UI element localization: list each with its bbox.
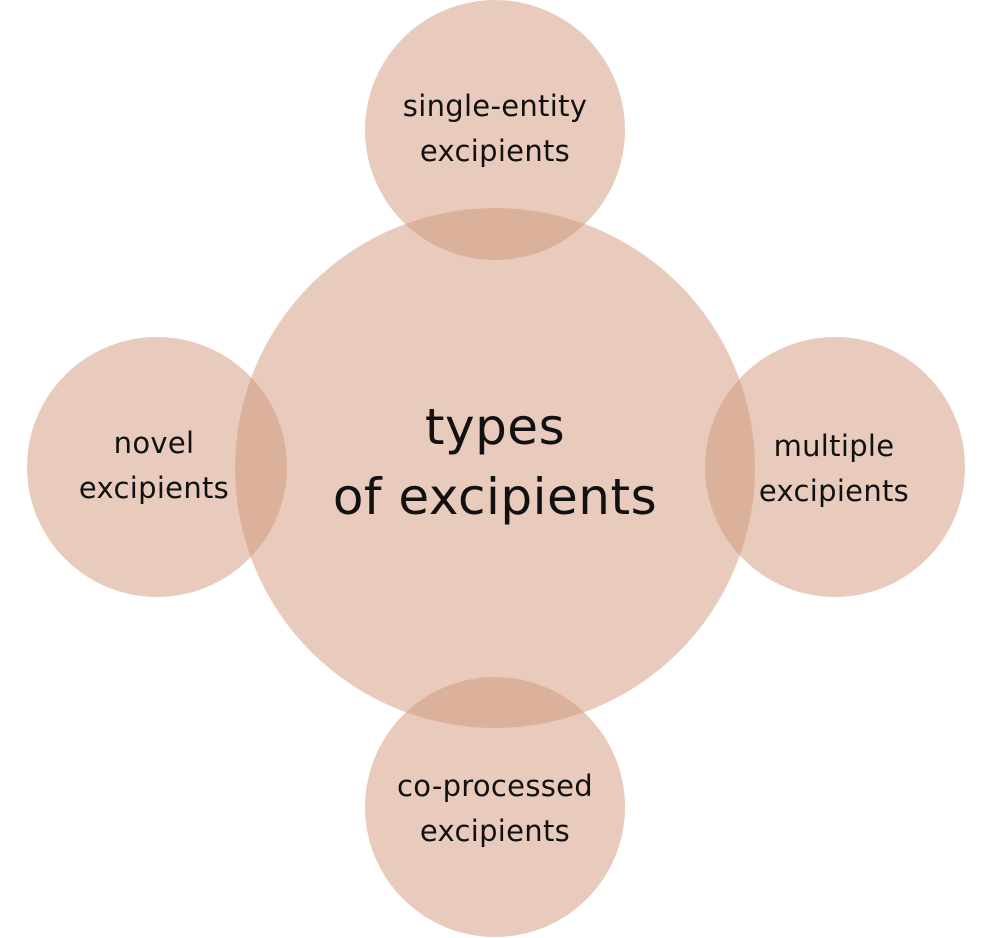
node-circle-left [27, 337, 287, 597]
node-bottom-line2: excipients [419, 814, 571, 848]
node-right-line1: multiple [773, 429, 895, 463]
node-left-line1: novel [113, 426, 195, 460]
node-circle-right [705, 337, 965, 597]
node-label-right: multiple excipients [759, 424, 909, 514]
node-top-line2: excipients [419, 134, 571, 168]
node-circle-top [365, 0, 625, 260]
center-label: types of excipients [333, 392, 657, 532]
center-label-line1: types [424, 398, 566, 456]
node-left-line2: excipients [78, 471, 230, 505]
node-right-line2: excipients [758, 474, 910, 508]
node-label-bottom: co-processed excipients [397, 764, 593, 854]
node-circle-bottom [365, 677, 625, 937]
center-circle [235, 208, 755, 728]
circle-group [27, 0, 965, 937]
node-bottom-line1: co-processed [397, 769, 593, 803]
node-label-left: novel excipients [79, 421, 229, 511]
node-top-line1: single-entity [402, 89, 588, 123]
node-label-top: single-entity excipients [403, 84, 587, 174]
center-label-line2: of excipients [332, 468, 658, 526]
